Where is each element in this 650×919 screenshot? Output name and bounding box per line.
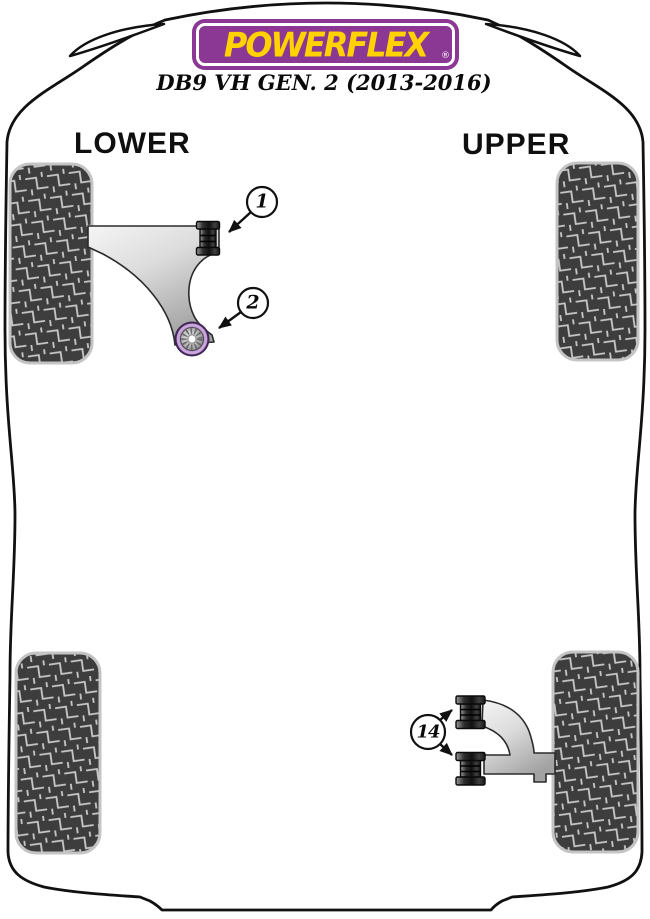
brand-name: POWERFLEX [223, 24, 429, 65]
front-lower-control-arm [87, 220, 221, 357]
arrow-to-bushing-14-upper [439, 709, 453, 722]
callout-circle-1 [245, 185, 279, 219]
front-arm-purple-bushing [174, 321, 210, 357]
rear-upper-arm [455, 695, 556, 786]
registered-trademark-icon: ® [441, 51, 450, 61]
rear-left-tire [14, 651, 102, 855]
rear-right-tire [551, 650, 640, 854]
label-upper: UPPER [462, 128, 571, 161]
callout-number-2: 2 [246, 291, 260, 314]
arrow-to-bushing-1 [228, 211, 252, 233]
arrow-to-bushing-14-lower [439, 742, 453, 756]
car-body-outline [3, 1, 647, 912]
model-title: DB9 VH GEN. 2 (2013-2016) [156, 70, 492, 95]
arrow-to-bushing-2 [218, 311, 242, 329]
front-left-tire [8, 162, 94, 365]
label-lower: LOWER [74, 127, 191, 160]
callout-circle-2 [236, 286, 270, 320]
left-headlight-outline [68, 22, 166, 58]
rear-arm-rear-spool-bushing [455, 751, 486, 786]
front-arm-spool-bushing [195, 220, 221, 256]
callout-number-1: 1 [255, 190, 269, 213]
callout-circle-14 [409, 713, 447, 751]
right-headlight-outline [484, 22, 582, 58]
callout-number-14: 14 [416, 721, 440, 743]
rear-arm-front-spool-bushing [455, 695, 486, 730]
callout-arrows [218, 211, 453, 756]
front-right-tire [555, 161, 640, 362]
powerflex-logo: POWERFLEX ® [196, 23, 455, 66]
